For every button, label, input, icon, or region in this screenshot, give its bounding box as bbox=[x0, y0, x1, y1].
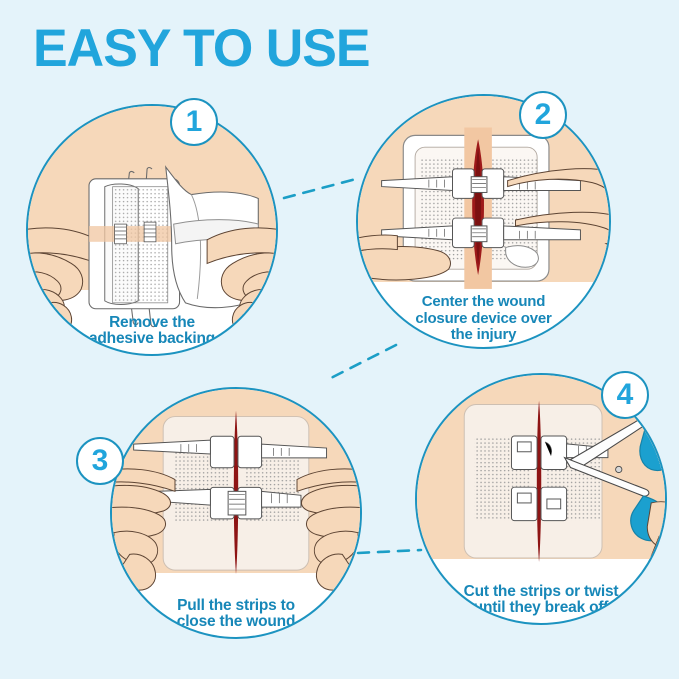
step-1-illustration bbox=[28, 165, 276, 334]
step-card-3: Pull the strips to close the wound bbox=[110, 387, 362, 639]
caption-line: adhesive backing bbox=[88, 330, 216, 348]
step-3-illustration bbox=[112, 410, 360, 591]
connector-3-to-4 bbox=[356, 548, 423, 555]
connector-2-to-3 bbox=[325, 343, 398, 382]
step-badge-1: 1 bbox=[170, 98, 218, 146]
caption-line: Cut the strips or twist bbox=[463, 582, 619, 600]
step-2-caption: Center the wound closure device over the… bbox=[358, 294, 609, 343]
caption-line: the injury bbox=[450, 325, 517, 343]
step-1-caption: Remove the adhesive backing bbox=[28, 313, 276, 348]
caption-line: Pull the strips to bbox=[177, 596, 295, 614]
step-badge-2: 2 bbox=[519, 91, 567, 139]
caption-line: until they break off bbox=[473, 599, 609, 617]
caption-line: closure device over bbox=[415, 309, 552, 327]
step-badge-3: 3 bbox=[76, 437, 124, 485]
caption-line: Center the wound bbox=[421, 293, 546, 311]
caption-line: close the wound bbox=[176, 613, 296, 631]
step-4-illustration bbox=[463, 400, 665, 612]
step-2-illustration bbox=[358, 127, 609, 289]
caption-line: Remove the bbox=[109, 313, 195, 331]
step-3-caption: Pull the strips to close the wound bbox=[112, 596, 360, 631]
step-4-caption: Cut the strips or twist until they break… bbox=[417, 582, 665, 617]
step-badge-4: 4 bbox=[601, 371, 649, 419]
step-card-1: Remove the adhesive backing bbox=[26, 104, 278, 356]
step-card-4: Cut the strips or twist until they break… bbox=[415, 373, 667, 625]
step-card-2: Center the wound closure device over the… bbox=[356, 94, 611, 349]
connector-1-to-2 bbox=[282, 177, 358, 200]
page-title: EASY TO USE bbox=[33, 19, 371, 78]
